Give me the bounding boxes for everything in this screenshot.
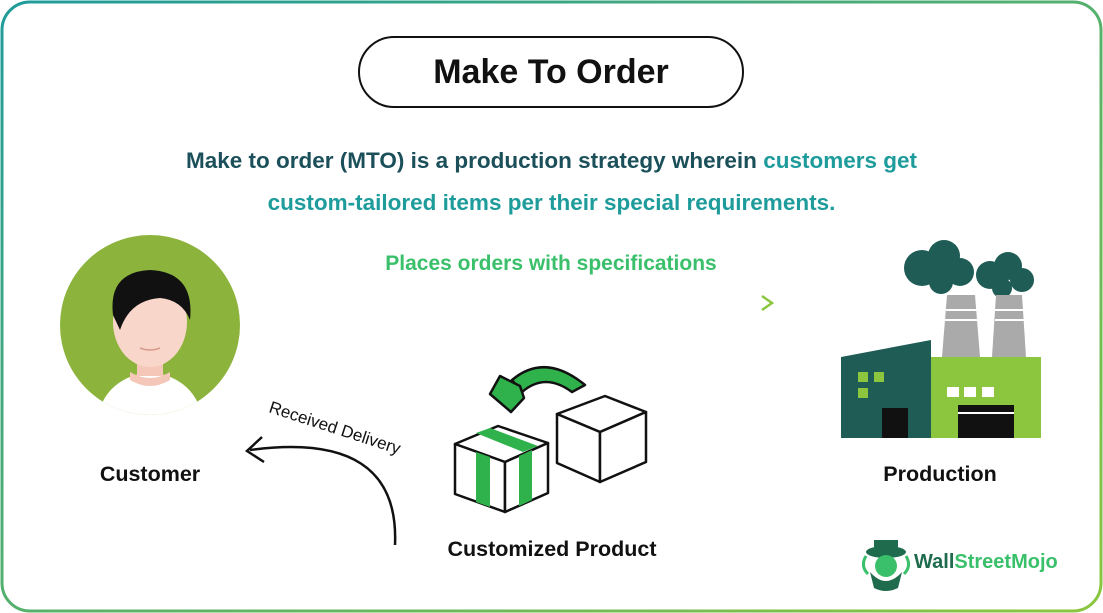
- page-title: Make To Order: [358, 36, 744, 108]
- customer-label: Customer: [99, 462, 201, 486]
- description-highlight-1: customers get: [763, 148, 917, 173]
- description: Make to order (MTO) is a production stra…: [90, 140, 1013, 224]
- order-label: Places orders with specifications: [385, 252, 717, 275]
- production-label: Production: [883, 462, 997, 486]
- product-label: Customized Product: [447, 537, 657, 561]
- brand-name: WallStreetMojo: [914, 551, 1058, 574]
- brand-name-part1: Wall: [914, 551, 955, 573]
- description-text: Make to order (MTO) is a production stra…: [186, 148, 764, 173]
- order-arrow: [328, 294, 775, 312]
- product-boxes-icon: [453, 394, 648, 514]
- factory-icon: [841, 240, 1041, 438]
- delivery-arrow: [244, 436, 397, 546]
- return-arrow-icon: [488, 366, 587, 414]
- brand-name-part2: StreetMojo: [954, 551, 1058, 573]
- brand-logo-icon: [861, 540, 911, 591]
- customer-avatar: [60, 235, 240, 415]
- description-highlight-2: custom-tailored items per their special …: [267, 190, 836, 215]
